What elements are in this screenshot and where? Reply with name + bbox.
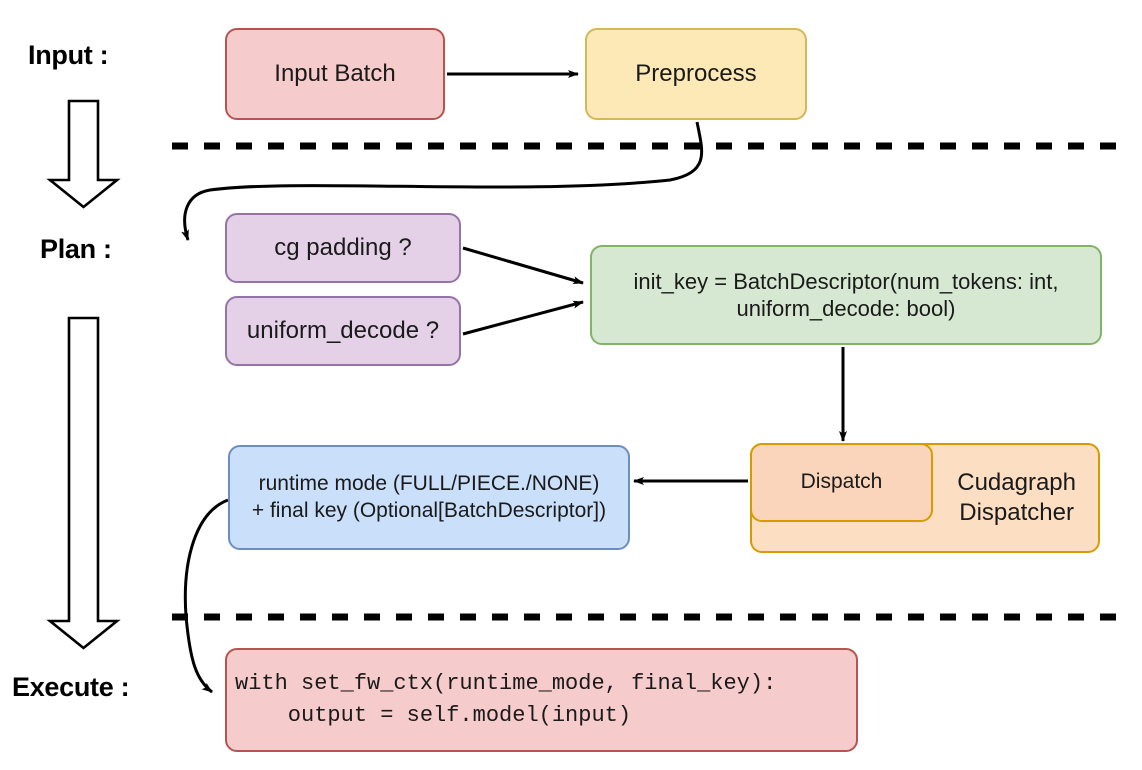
node-cudagraph-dispatcher-label: Cudagraph Dispatcher (957, 469, 1076, 526)
node-input-batch-label: Input Batch (274, 60, 396, 87)
node-preprocess[interactable]: Preprocess (585, 28, 807, 120)
node-uniform-decode-label: uniform_decode ? (246, 317, 440, 344)
node-init-key[interactable]: init_key = BatchDescriptor(num_tokens: i… (590, 245, 1102, 345)
node-init-key-label: init_key = BatchDescriptor(num_tokens: i… (633, 268, 1059, 322)
node-dispatch-label: Dispatch (800, 470, 883, 494)
stage-arrow-plan-to-execute (46, 316, 121, 650)
edge-uniform-decode-to-init-key (462, 300, 584, 336)
node-uniform-decode[interactable]: uniform_decode ? (225, 296, 461, 366)
node-preprocess-label: Preprocess (635, 60, 757, 87)
stage-arrow-input-to-plan (46, 99, 121, 209)
node-execute-code-label: with set_fw_ctx(runtime_mode, final_key)… (235, 671, 777, 728)
edge-cg-padding-to-init-key (462, 246, 584, 285)
node-runtime-mode-label: runtime mode (FULL/PIECE./NONE) + final … (251, 472, 607, 522)
stage-label-execute: Execute : (12, 672, 130, 702)
node-dispatch[interactable]: Dispatch (750, 443, 933, 522)
stage-label-input: Input : (28, 40, 109, 70)
node-cg-padding[interactable]: cg padding ? (225, 213, 461, 283)
node-runtime-mode[interactable]: runtime mode (FULL/PIECE./NONE) + final … (228, 445, 630, 550)
node-execute-code[interactable]: with set_fw_ctx(runtime_mode, final_key)… (225, 648, 858, 752)
node-input-batch[interactable]: Input Batch (225, 28, 445, 120)
stage-label-plan: Plan : (40, 234, 112, 264)
edge-runtime-mode-to-execute-code (183, 498, 229, 694)
node-cg-padding-label: cg padding ? (274, 234, 412, 261)
